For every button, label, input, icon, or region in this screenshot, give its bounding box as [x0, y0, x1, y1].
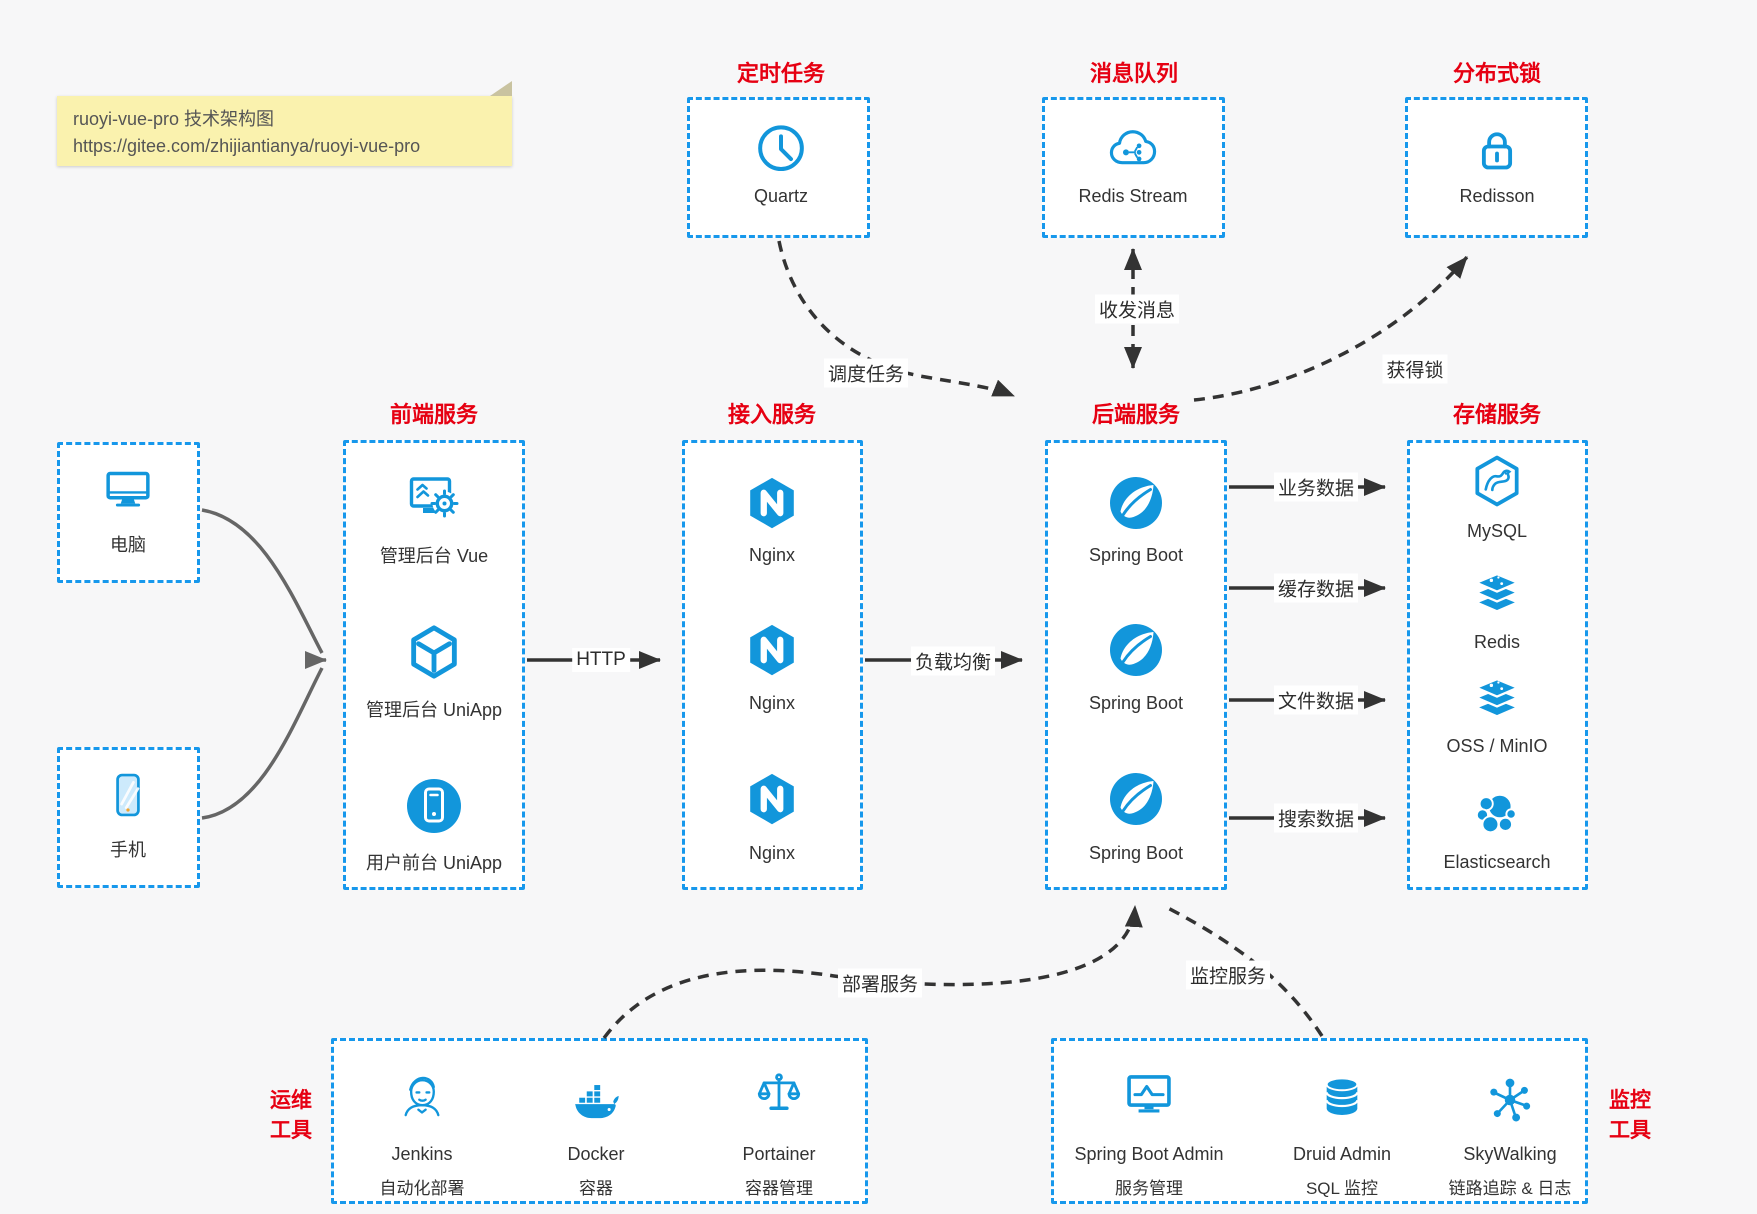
edge-label-deploy-service: 部署服务 — [837, 968, 923, 998]
edge-label-exchange-message: 收发消息 — [1094, 294, 1180, 324]
edge-label-acquire-lock: 获得锁 — [1382, 354, 1448, 384]
edge-mobile-to-frontend — [201, 667, 324, 820]
druid-icon — [1314, 1069, 1370, 1125]
node-label-mysql: MySQL — [1466, 521, 1528, 541]
cloud-queue-icon — [1103, 120, 1163, 180]
oss-minio-icon — [1467, 668, 1527, 728]
monitoring-item-druid: Druid Admin SQL 监控 — [1292, 1144, 1392, 1198]
desktop-icon — [97, 459, 159, 521]
skywalking-icon — [1482, 1072, 1538, 1128]
edge-label-search-data: 搜索数据 — [1273, 803, 1359, 833]
smartphone-icon — [99, 766, 157, 824]
edge-label-load-balance: 负载均衡 — [910, 646, 996, 676]
edge-label-schedule-task: 调度任务 — [823, 358, 909, 388]
node-label-springboot-1: Spring Boot — [1088, 545, 1184, 565]
title-ops-tools: 运维 工具 — [270, 1089, 312, 1142]
node-label-springboot-3: Spring Boot — [1088, 843, 1184, 863]
redis-stream-box — [1042, 97, 1225, 238]
title-frontend: 前端服务 — [389, 402, 479, 427]
user-app-icon — [402, 774, 466, 838]
node-label-nginx-3: Nginx — [748, 843, 796, 863]
title-scheduled-task: 定时任务 — [736, 61, 826, 86]
note-title: ruoyi-vue-pro 技术架构图 — [73, 109, 275, 129]
nginx-icon — [741, 472, 803, 534]
node-label-pc: 电脑 — [110, 535, 146, 555]
lock-icon — [1469, 122, 1525, 178]
monitoring-item-skywalking: SkyWalking 链路追踪 & 日志 — [1448, 1144, 1572, 1198]
node-label-oss-minio: OSS / MinIO — [1446, 736, 1548, 756]
spring-boot-icon — [1104, 767, 1168, 831]
node-label-mobile: 手机 — [110, 840, 146, 860]
edge-label-file-data: 文件数据 — [1273, 685, 1359, 715]
edge-label-http: HTTP — [572, 648, 630, 672]
ops-item-docker: Docker 容器 — [567, 1144, 625, 1198]
edge-label-cache-data: 缓存数据 — [1273, 573, 1359, 603]
mobile-box — [57, 747, 200, 888]
pc-box — [57, 442, 200, 583]
note-url: https://gitee.com/zhijiantianya/ruoyi-vu… — [73, 136, 421, 156]
edge-label-monitor-service: 监控服务 — [1185, 960, 1271, 990]
monitoring-item-sba: Spring Boot Admin 服务管理 — [1074, 1144, 1224, 1198]
title-backend: 后端服务 — [1091, 402, 1181, 427]
node-label-redis: Redis — [1473, 632, 1521, 652]
node-label-admin-vue: 管理后台 Vue — [379, 546, 489, 566]
title-note: ruoyi-vue-pro 技术架构图 https://gitee.com/zh… — [57, 81, 512, 166]
ops-box — [331, 1038, 868, 1204]
monitoring-box — [1051, 1038, 1588, 1204]
redis-icon — [1467, 563, 1527, 623]
edge-label-business-data: 业务数据 — [1273, 472, 1359, 502]
spring-boot-icon — [1104, 471, 1168, 535]
ops-item-jenkins: Jenkins 自动化部署 — [379, 1144, 465, 1198]
clock-icon — [752, 121, 810, 179]
portainer-icon — [751, 1068, 807, 1124]
nginx-icon — [741, 619, 803, 681]
title-gateway: 接入服务 — [727, 402, 817, 427]
node-label-nginx-2: Nginx — [748, 693, 796, 713]
node-label-user-uniapp: 用户前台 UniApp — [365, 853, 503, 873]
node-label-admin-uniapp: 管理后台 UniApp — [365, 700, 503, 720]
ops-item-portainer: Portainer 容器管理 — [742, 1144, 816, 1198]
nginx-icon — [741, 768, 803, 830]
title-message-queue: 消息队列 — [1089, 61, 1179, 86]
note-fold-corner — [490, 81, 512, 96]
node-label-redis-stream: Redis Stream — [1078, 186, 1188, 206]
node-label-nginx-1: Nginx — [748, 545, 796, 565]
spring-boot-admin-icon — [1120, 1067, 1178, 1125]
admin-vue-icon — [402, 467, 466, 531]
title-storage: 存储服务 — [1452, 402, 1542, 427]
docker-icon — [567, 1071, 625, 1129]
mysql-icon — [1467, 451, 1527, 511]
uniapp-cube-icon — [403, 621, 465, 683]
jenkins-icon — [393, 1068, 451, 1126]
title-monitoring-tools: 监控 工具 — [1609, 1089, 1651, 1142]
edge-pc-to-frontend — [201, 508, 324, 654]
spring-boot-icon — [1104, 618, 1168, 682]
node-label-springboot-2: Spring Boot — [1088, 693, 1184, 713]
title-distributed-lock: 分布式锁 — [1452, 61, 1542, 86]
node-label-quartz: Quartz — [753, 186, 809, 206]
node-label-redisson: Redisson — [1459, 186, 1535, 206]
node-label-elasticsearch: Elasticsearch — [1443, 852, 1551, 872]
elasticsearch-icon — [1467, 784, 1527, 844]
